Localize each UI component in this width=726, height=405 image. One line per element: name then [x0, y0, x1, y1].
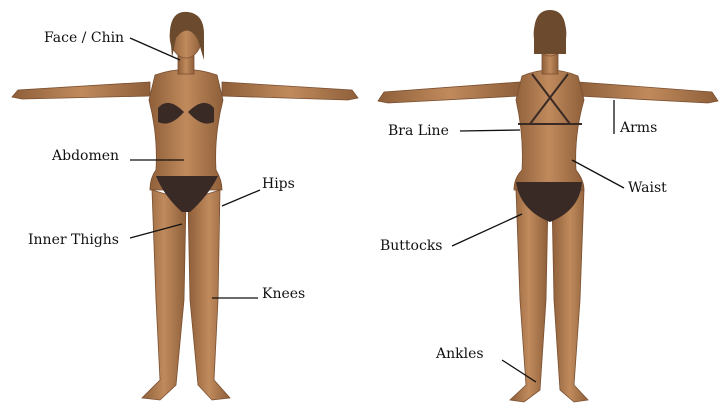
- label-ankles: Ankles: [436, 346, 484, 362]
- label-arms: Arms: [620, 120, 657, 136]
- back-hair: [534, 10, 566, 54]
- leader-buttocks: [452, 214, 522, 246]
- label-waist: Waist: [628, 180, 667, 196]
- label-inner-thighs: Inner Thighs: [28, 232, 119, 248]
- label-buttocks: Buttocks: [380, 238, 443, 254]
- label-face-chin: Face / Chin: [44, 30, 124, 46]
- label-hips: Hips: [262, 176, 295, 192]
- label-knees: Knees: [262, 286, 305, 302]
- label-abdomen: Abdomen: [52, 148, 119, 164]
- label-bra-line: Bra Line: [388, 123, 449, 139]
- leader-hips: [222, 190, 260, 206]
- leader-bra-line: [460, 130, 520, 131]
